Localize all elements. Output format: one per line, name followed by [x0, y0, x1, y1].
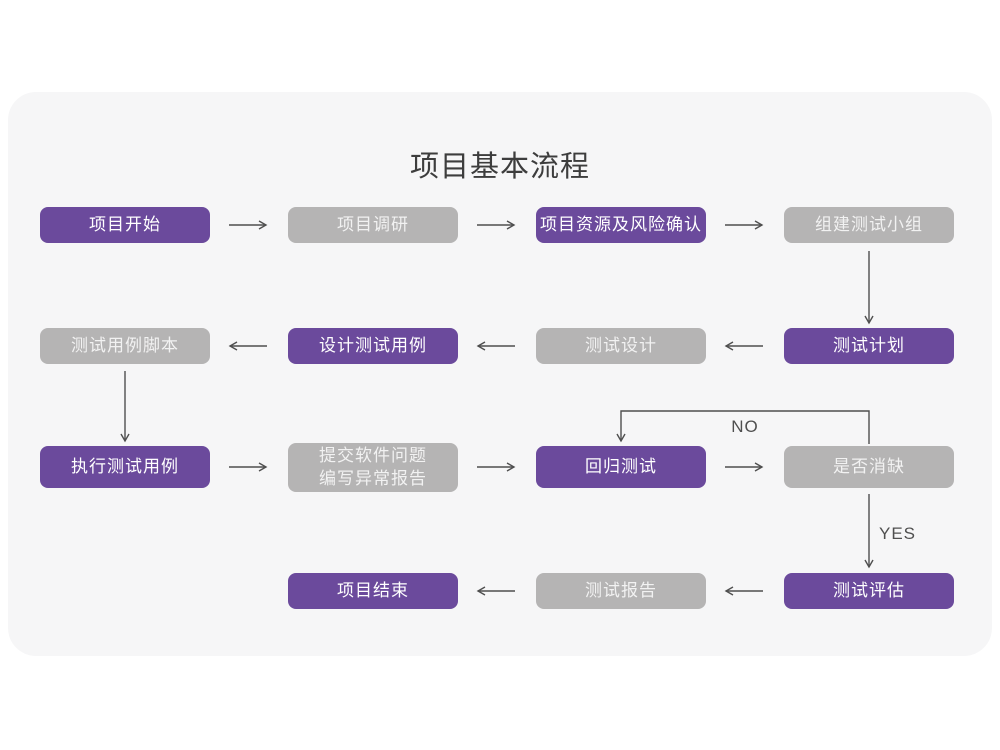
node-resource-risk-confirm: 项目资源及风险确认 — [536, 207, 706, 243]
node-submit-issue-report: 提交软件问题 编写异常报告 — [288, 443, 458, 492]
node-test-case-script: 测试用例脚本 — [40, 328, 210, 364]
node-test-evaluation: 测试评估 — [784, 573, 954, 609]
node-project-start: 项目开始 — [40, 207, 210, 243]
node-design-test-case: 设计测试用例 — [288, 328, 458, 364]
node-build-test-team: 组建测试小组 — [784, 207, 954, 243]
node-test-plan: 测试计划 — [784, 328, 954, 364]
node-regression-test: 回归测试 — [536, 446, 706, 488]
node-project-end: 项目结束 — [288, 573, 458, 609]
page-title: 项目基本流程 — [409, 151, 590, 183]
node-defect-resolved: 是否消缺 — [784, 446, 954, 488]
flowchart-card — [8, 92, 992, 656]
node-test-design: 测试设计 — [536, 328, 706, 364]
node-project-research: 项目调研 — [288, 207, 458, 243]
node-execute-test-case: 执行测试用例 — [40, 446, 210, 488]
node-test-report: 测试报告 — [536, 573, 706, 609]
